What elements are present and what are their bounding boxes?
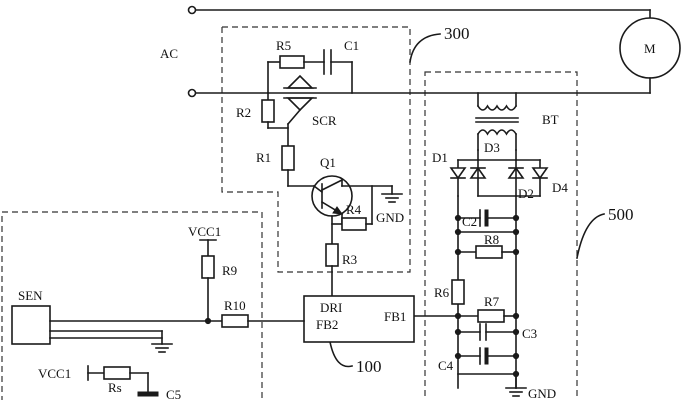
diode-d1 — [449, 167, 467, 180]
label-r2: R2 — [236, 105, 251, 120]
label-r3: R3 — [342, 252, 357, 267]
label-ac: AC — [160, 46, 178, 61]
label-c5: C5 — [166, 387, 181, 400]
resistor-r2 — [261, 99, 275, 123]
bt-primary-coil — [476, 104, 518, 111]
resistor-r9 — [201, 255, 215, 279]
label-vcc1-top: VCC1 — [188, 224, 221, 239]
block-100-boundary — [1, 211, 263, 400]
label-c4: C4 — [438, 358, 454, 373]
resistor-r3 — [325, 243, 339, 267]
driver-chip-dri — [303, 295, 415, 343]
label-c2: C2 — [462, 214, 477, 229]
junction-dot — [454, 312, 462, 320]
label-d1: D1 — [432, 150, 448, 165]
label-r10: R10 — [224, 298, 246, 313]
label-block-500: 500 — [608, 205, 634, 224]
resistor-r10 — [221, 314, 249, 328]
junction-dot — [454, 248, 462, 256]
scr-lower-triangle — [286, 97, 314, 112]
diode-d4 — [531, 167, 549, 180]
label-block-300: 300 — [444, 24, 470, 43]
junction-dot — [512, 352, 520, 360]
label-vcc1-bottom: VCC1 — [38, 366, 71, 381]
label-r4: R4 — [346, 202, 362, 217]
label-r9: R9 — [222, 263, 237, 278]
sensor-sen — [11, 305, 51, 345]
junction-dot — [512, 214, 520, 222]
label-gnd-bottom: GND — [528, 386, 556, 400]
label-r5: R5 — [276, 38, 291, 53]
label-rs: Rs — [108, 380, 122, 395]
label-bt: BT — [542, 112, 559, 127]
q1-base-lead — [312, 184, 324, 194]
junction-dot — [512, 248, 520, 256]
resistor-rs — [103, 366, 131, 380]
ac-terminal-bottom — [187, 88, 197, 98]
leader-100 — [329, 341, 353, 368]
resistor-r8 — [475, 245, 503, 259]
junction-dot — [512, 312, 520, 320]
block-500-boundary — [424, 71, 578, 400]
label-r6: R6 — [434, 285, 450, 300]
junction-dot — [454, 352, 462, 360]
q1-emitter-arrow — [332, 206, 344, 215]
scr-upper-triangle — [286, 74, 314, 89]
label-r1: R1 — [256, 150, 271, 165]
junction-dot — [512, 328, 520, 336]
label-motor: M — [644, 41, 656, 56]
junction-dot — [512, 370, 520, 378]
resistor-r7 — [477, 309, 505, 323]
label-d3: D3 — [484, 140, 500, 155]
resistor-r4 — [341, 217, 367, 231]
capacitor-c5-plate — [137, 391, 159, 397]
leader-500 — [576, 213, 605, 259]
junction-dot — [454, 328, 462, 336]
label-fb2: FB2 — [316, 317, 338, 332]
label-scr: SCR — [312, 113, 337, 128]
label-q1: Q1 — [320, 155, 336, 170]
label-fb1: FB1 — [384, 309, 406, 324]
junction-dot — [204, 317, 212, 325]
label-gnd-q1: GND — [376, 210, 404, 225]
junction-dot — [512, 228, 520, 236]
junction-dot — [454, 214, 462, 222]
bt-secondary-coil — [476, 129, 518, 136]
scr-gate-lead — [286, 108, 302, 126]
label-block-100: 100 — [356, 357, 382, 376]
label-r7: R7 — [484, 294, 500, 309]
resistor-r1 — [281, 145, 295, 171]
label-d2: D2 — [518, 186, 534, 201]
ac-terminal-top — [187, 5, 197, 15]
resistor-r6 — [451, 279, 465, 305]
label-c3: C3 — [522, 326, 537, 341]
junction-dot — [454, 228, 462, 236]
label-r8: R8 — [484, 232, 499, 247]
leader-300 — [409, 33, 441, 63]
block-300-boundary — [221, 26, 411, 273]
q1-collector — [320, 178, 344, 192]
label-dri: DRI — [320, 300, 342, 315]
resistor-r5 — [279, 55, 305, 69]
label-c1: C1 — [344, 38, 359, 53]
label-d4: D4 — [552, 180, 568, 195]
label-sen: SEN — [18, 288, 43, 303]
